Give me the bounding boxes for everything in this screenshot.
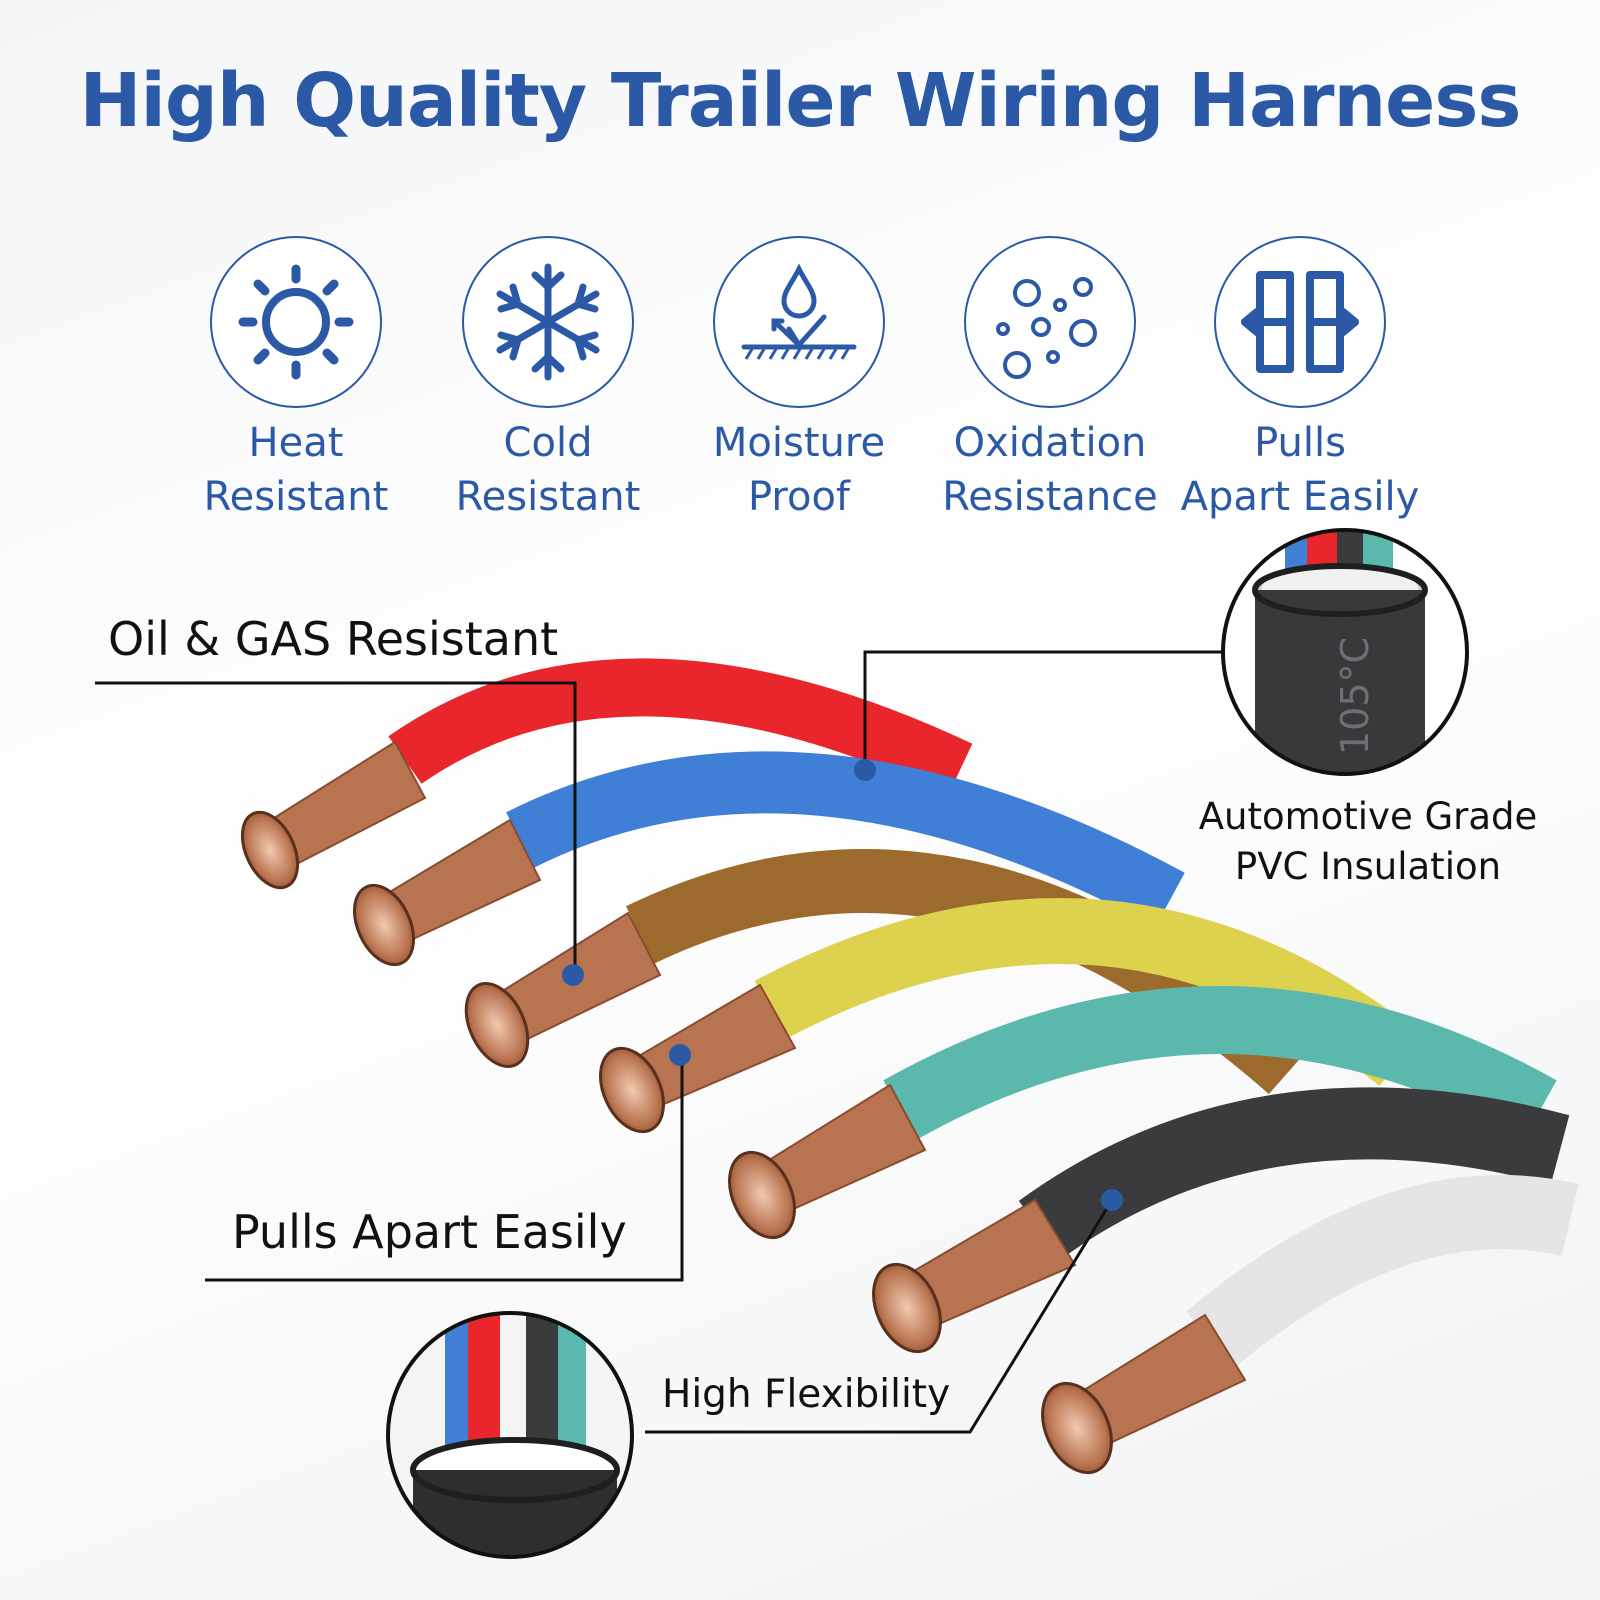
feature-label-line2: Resistant (455, 474, 641, 520)
cable-closeup-left (388, 1313, 632, 1557)
leader-pulls-apart (205, 1055, 684, 1282)
leader-dot-flexibility (1101, 1189, 1123, 1211)
cable-closeup-left-frame (386, 1311, 634, 1559)
page-title: High Quality Trailer Wiring Harness (79, 58, 1522, 144)
feature-label-line1: Oxidation (953, 420, 1147, 466)
leader-flexibility (645, 1199, 1114, 1434)
temperature-marking: 105°C (1333, 637, 1377, 755)
feature-label-line2: Apart Easily (1180, 474, 1420, 520)
leader-dot-oil-gas (562, 964, 584, 986)
leader-dot-pvc (854, 759, 876, 781)
callout-high-flexibility: High Flexibility (662, 1372, 951, 1417)
feature-label-line2: Resistance (942, 474, 1158, 520)
callout-pvc-line2: PVC Insulation (1234, 845, 1502, 888)
cable-closeup-right (1223, 530, 1467, 774)
wire-white (1186, 1175, 1579, 1369)
leader-oil-gas (95, 681, 577, 975)
leader-dot-pulls-apart (669, 1044, 691, 1066)
leader-pvc (863, 650, 1222, 770)
callout-oil-gas-resistant: Oil & GAS Resistant (108, 612, 559, 666)
wire-black (1018, 1087, 1570, 1260)
snowflake-icon (462, 236, 634, 408)
wire-end-brown (464, 982, 530, 1068)
callout-pvc-line1: Automotive Grade (1198, 795, 1538, 838)
wire-blue (506, 751, 1185, 928)
wire-end-red (240, 810, 300, 890)
wire-end-blue (352, 883, 416, 967)
wire-teal (883, 986, 1557, 1140)
feature-label-line1: Pulls (1254, 420, 1346, 466)
water-drop-icon (713, 236, 885, 408)
feature-label-line1: Cold (503, 420, 593, 466)
feature-label-line1: Heat (248, 420, 344, 466)
wire-end-teal (728, 1150, 796, 1240)
pull-apart-icon (1214, 236, 1386, 408)
wire-end-white (1041, 1381, 1113, 1475)
cable-closeup-right-frame (1221, 528, 1469, 776)
feature-label-line2: Proof (747, 474, 850, 520)
feature-label-line1: Moisture (712, 420, 886, 466)
callout-pulls-apart-easily: Pulls Apart Easily (232, 1205, 627, 1259)
wire-end-yellow (599, 1046, 665, 1134)
wire-end-black (872, 1262, 942, 1354)
callout-pvc-insulation: Automotive Grade PVC Insulation (1168, 792, 1568, 892)
feature-label-line2: Resistant (203, 474, 389, 520)
bubbles-icon (964, 236, 1136, 408)
wire-red (388, 658, 973, 797)
sun-icon (210, 236, 382, 408)
